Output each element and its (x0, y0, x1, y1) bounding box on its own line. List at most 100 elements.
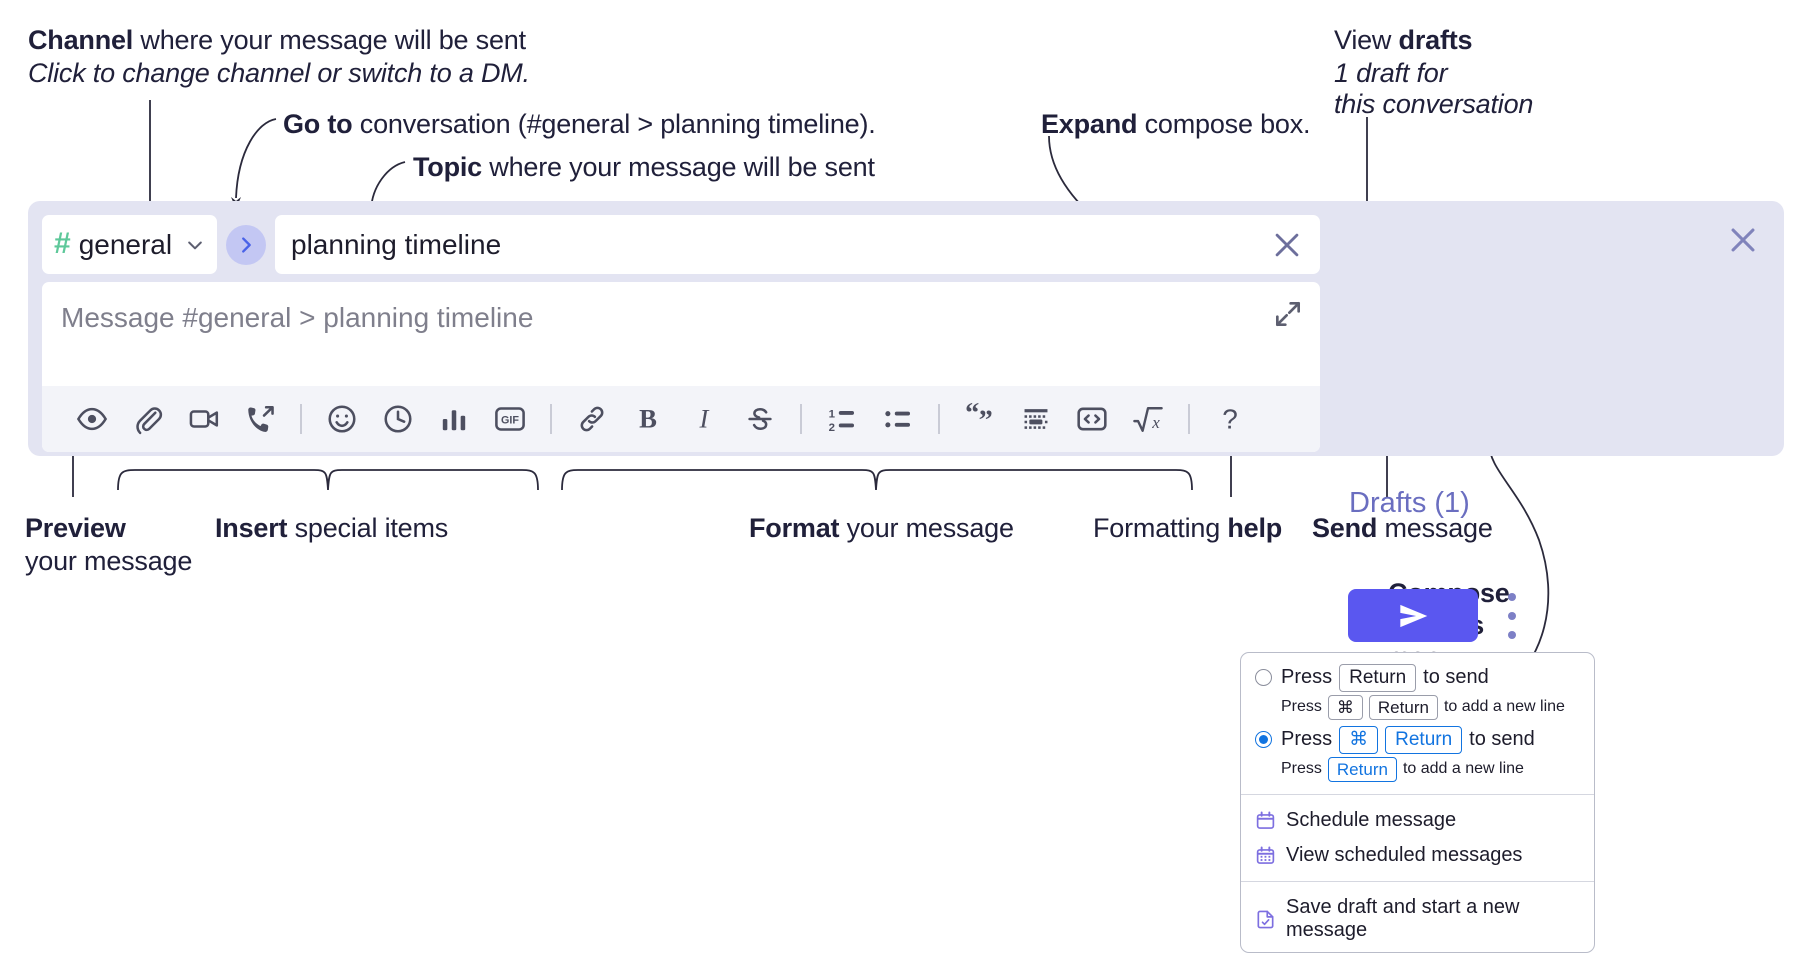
annotation-channel-italic: Click to change channel or switch to a D… (28, 55, 530, 91)
expand-icon[interactable] (1272, 298, 1304, 330)
kbd-return: Return (1327, 756, 1397, 782)
emoji-icon[interactable] (314, 391, 370, 447)
annotation-send-rest: message (1377, 513, 1493, 543)
preview-icon[interactable] (64, 391, 120, 447)
formatting-toolbar: GIF B I (42, 386, 1320, 452)
annotation-help: Formatting help (1093, 510, 1282, 546)
kebab-dot-3 (1508, 631, 1516, 639)
ordered-list-icon[interactable]: 1 2 (814, 391, 870, 447)
option2-sub-pre: Press (1281, 760, 1322, 778)
annotation-goto-bold: Go to (283, 109, 353, 139)
code-brackets-icon[interactable] (1064, 391, 1120, 447)
save-draft-icon (1257, 910, 1274, 928)
topic-value: planning timeline (291, 228, 502, 260)
menu-item-save-draft[interactable]: Save draft and start a new message (1241, 890, 1594, 952)
send-paper-plane-icon (1400, 604, 1428, 627)
gif-icon[interactable]: GIF (482, 391, 538, 447)
annotation-expand: Expand compose box. (1041, 106, 1311, 142)
video-camera-icon[interactable] (176, 391, 232, 447)
annotation-format-rest: your message (839, 513, 1014, 543)
menu-item-label: Save draft and start a new message (1286, 896, 1520, 941)
italic-icon[interactable]: I (676, 391, 732, 447)
close-icon[interactable] (1270, 228, 1304, 262)
option2-main: Press ⌘ Return to send (1281, 726, 1535, 754)
annotation-help-lt: Formatting (1093, 513, 1228, 543)
annotation-channel: Channel where your message will be sent (28, 22, 526, 58)
annotation-drafts: View drafts (1334, 22, 1473, 58)
annotation-format-bold: Format (749, 513, 840, 543)
option2-sub: Press Return to add a new line (1241, 756, 1594, 786)
option2-pre: Press (1281, 728, 1333, 751)
annotation-drafts-bold: drafts (1398, 25, 1473, 55)
annotation-send: Send message (1312, 510, 1493, 546)
drafts-link[interactable]: Drafts (1) (1349, 487, 1470, 519)
goto-conversation-button[interactable] (226, 224, 266, 265)
compose-options-menu: Press Return to send Press ⌘ Return to a… (1240, 652, 1595, 953)
annotation-preview-line2: your message (25, 543, 192, 579)
option1-sub-pre: Press (1281, 698, 1322, 716)
divider (938, 404, 940, 434)
divider (1241, 881, 1594, 882)
math-sqrt-icon[interactable]: x (1120, 391, 1176, 447)
poll-bars-icon[interactable] (426, 391, 482, 447)
annotation-preview-bold: Preview (25, 513, 126, 543)
annotation-send-bold: Send (1312, 513, 1378, 543)
divider (1188, 404, 1190, 434)
code-block-icon[interactable] (1008, 391, 1064, 447)
annotation-topic: Topic where your message will be sent (413, 149, 875, 185)
svg-text:1: 1 (829, 408, 836, 420)
channel-name: general (78, 228, 173, 260)
option1-post: to send (1423, 666, 1489, 689)
message-input-box[interactable]: Message #general > planning timeline (42, 282, 1320, 452)
kbd-return: Return (1385, 726, 1463, 754)
annotation-drafts-line2-text: 1 draft for (1334, 58, 1448, 88)
divider (800, 404, 802, 434)
compose-options-button[interactable] (1497, 593, 1527, 639)
menu-item-schedule-message[interactable]: Schedule message (1241, 803, 1594, 838)
compose-panel: Drafts (1) # general (28, 201, 1784, 642)
send-button[interactable] (1348, 589, 1478, 642)
bold-icon[interactable]: B (620, 391, 676, 447)
annotation-insert: Insert special items (215, 510, 448, 546)
blockquote-icon[interactable]: “ ” (952, 391, 1008, 447)
menu-item-view-scheduled-messages[interactable]: View scheduled messages (1241, 838, 1594, 873)
compose-header-row: # general planning timeline (42, 215, 1320, 274)
radio-selected[interactable] (1255, 731, 1272, 749)
annotation-help-bold: help (1227, 513, 1283, 543)
svg-text:GIF: GIF (501, 415, 519, 427)
kebab-dot-1 (1508, 593, 1516, 601)
annotation-format: Format your message (749, 510, 1014, 546)
annotation-goto: Go to conversation (#general > planning … (283, 106, 876, 142)
option1-main: Press Return to send (1281, 664, 1489, 692)
phone-forward-icon[interactable] (232, 391, 288, 447)
svg-text:x: x (1151, 413, 1160, 432)
annotation-expand-bold: Expand (1041, 109, 1138, 139)
message-placeholder: Message #general > planning timeline (61, 302, 534, 333)
strikethrough-icon[interactable] (732, 391, 788, 447)
annotation-drafts-view: View (1334, 25, 1399, 55)
kbd-return: Return (1339, 664, 1417, 692)
annotation-drafts-line2: 1 draft for (1334, 55, 1448, 91)
bulleted-list-icon[interactable] (870, 391, 926, 447)
svg-text:“: “ (965, 402, 979, 429)
calendar-icon (1256, 811, 1275, 829)
annotation-insert-rest: special items (287, 513, 449, 543)
option2-post: to send (1469, 728, 1535, 751)
help-question-icon[interactable]: ? (1202, 391, 1258, 447)
clock-icon[interactable] (370, 391, 426, 447)
link-icon[interactable] (564, 391, 620, 447)
topic-field[interactable]: planning timeline (275, 215, 1320, 274)
option-press-cmd-return-to-send[interactable]: Press ⌘ Return to send (1241, 724, 1594, 756)
svg-text:”: ” (979, 406, 993, 436)
annotation-channel-bold: Channel (28, 25, 134, 55)
svg-text:2: 2 (829, 422, 835, 434)
radio-unselected[interactable] (1255, 669, 1272, 687)
annotation-channel-rest: where your message will be sent (133, 25, 526, 55)
annotation-preview-line2-text: your message (25, 546, 193, 576)
close-icon[interactable] (1726, 223, 1760, 257)
attachment-icon[interactable] (120, 391, 176, 447)
channel-select[interactable]: # general (42, 215, 217, 274)
menu-item-label: Schedule message (1286, 809, 1457, 831)
option1-sub: Press ⌘ Return to add a new line (1241, 694, 1594, 724)
option-press-return-to-send[interactable]: Press Return to send (1241, 662, 1594, 694)
